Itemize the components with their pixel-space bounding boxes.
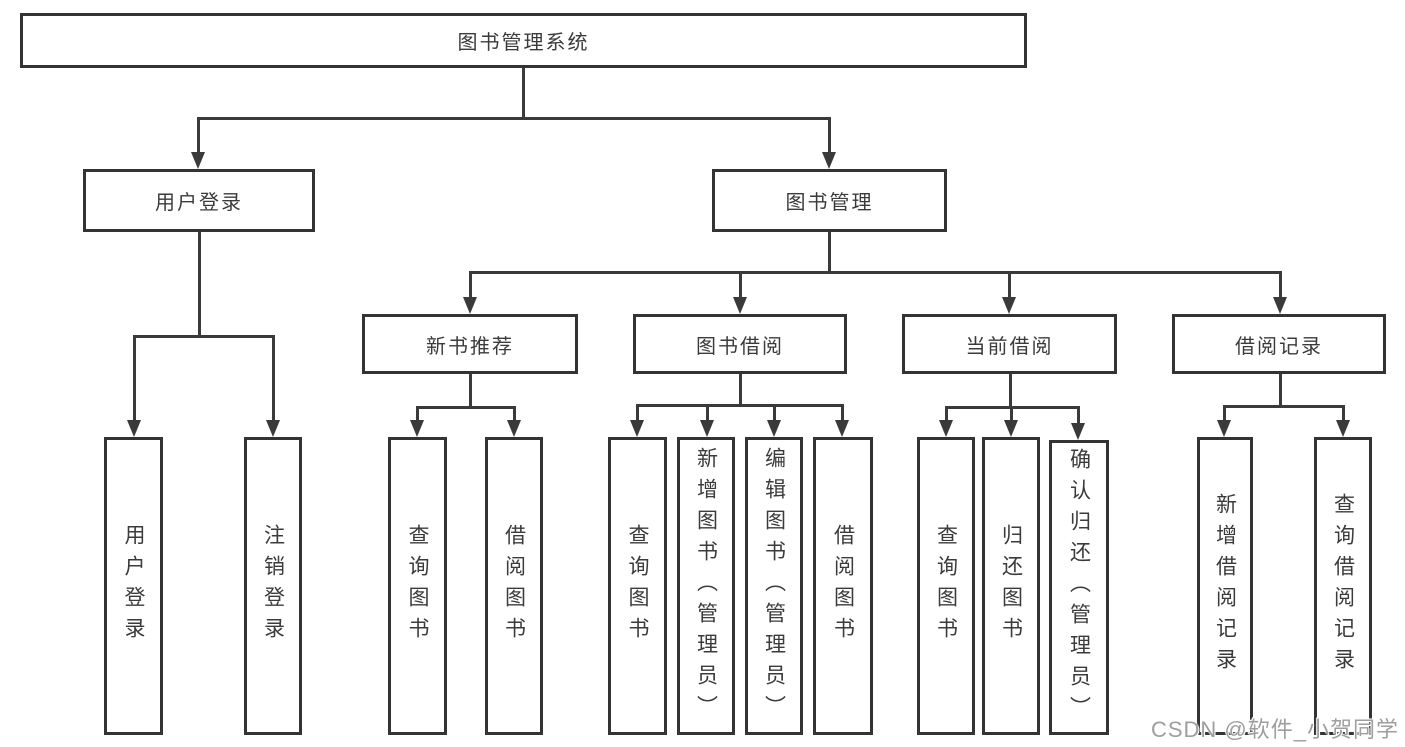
connector-line: [1341, 405, 1345, 423]
node-leaf-add-record: 新增借阅记录: [1197, 437, 1253, 735]
arrowhead-down-icon: [1004, 420, 1018, 437]
connector-line: [521, 66, 525, 120]
arrowhead-down-icon: [733, 297, 747, 314]
node-label-user-login: 用户登录: [155, 192, 243, 214]
connector-line: [1007, 271, 1011, 300]
connector-line: [271, 335, 275, 423]
arrowhead-down-icon: [1002, 297, 1016, 314]
node-label-leaf-return-book: 归还图书: [999, 524, 1023, 648]
connector-line: [1278, 271, 1282, 300]
connector-line: [635, 404, 639, 423]
connector-line: [827, 117, 831, 155]
node-leaf-logout: 注销登录: [244, 437, 302, 735]
connector-line: [1076, 406, 1080, 426]
arrowhead-down-icon: [1071, 423, 1085, 440]
arrowhead-down-icon: [127, 420, 141, 437]
connector-line: [132, 335, 136, 423]
node-label-book-borrowing: 图书借阅: [696, 335, 784, 358]
node-label-leaf-query-book-b: 查询图书: [626, 524, 649, 648]
connector-line: [1222, 405, 1226, 423]
connector-line: [705, 404, 709, 423]
connector-line: [468, 271, 472, 300]
arrowhead-down-icon: [630, 420, 644, 437]
connector-line: [196, 116, 831, 120]
connector-line: [738, 372, 742, 407]
node-leaf-query-book-c: 查询图书: [917, 437, 975, 735]
node-leaf-query-record: 查询借阅记录: [1314, 437, 1372, 735]
connector-line: [635, 403, 844, 407]
node-borrowing-records: 借阅记录: [1172, 314, 1386, 374]
arrowhead-down-icon: [767, 420, 781, 437]
arrowhead-down-icon: [822, 152, 836, 169]
node-leaf-borrow-book-a: 借阅图书: [485, 437, 543, 735]
connector-line: [840, 404, 844, 423]
connector-line: [738, 271, 742, 300]
arrowhead-down-icon: [1217, 420, 1231, 437]
node-label-leaf-user-login: 用户登录: [122, 524, 145, 648]
arrowhead-down-icon: [1273, 297, 1287, 314]
node-label-leaf-add-book: 新增图书（管理员）: [694, 446, 718, 726]
node-label-borrowing-records: 借阅记录: [1235, 335, 1323, 358]
connector-line: [827, 230, 831, 274]
arrowhead-down-icon: [266, 420, 280, 437]
node-label-leaf-add-record: 新增借阅记录: [1213, 493, 1237, 679]
node-leaf-query-book-a: 查询图书: [388, 437, 447, 735]
node-label-leaf-borrow-book-b: 借阅图书: [831, 524, 855, 648]
node-label-leaf-query-record: 查询借阅记录: [1331, 493, 1355, 679]
connector-line: [1009, 406, 1013, 423]
connector-line: [415, 405, 516, 409]
node-user-login: 用户登录: [83, 169, 315, 232]
node-leaf-return-book: 归还图书: [982, 437, 1040, 735]
node-label-leaf-borrow-book-a: 借阅图书: [502, 524, 526, 648]
arrowhead-down-icon: [835, 420, 849, 437]
node-current-borrowing: 当前借阅: [902, 314, 1117, 374]
connector-line: [196, 117, 200, 155]
connector-line: [944, 406, 948, 423]
node-label-leaf-edit-book: 编辑图书（管理员）: [762, 446, 786, 726]
arrowhead-down-icon: [463, 297, 477, 314]
watermark: CSDN @软件_小贺同学: [1150, 717, 1399, 742]
node-leaf-edit-book: 编辑图书（管理员）: [745, 437, 803, 735]
connector-line: [772, 404, 776, 423]
connector-line: [415, 406, 419, 423]
arrowhead-down-icon: [700, 420, 714, 437]
connector-line: [132, 334, 275, 338]
arrowhead-down-icon: [507, 420, 521, 437]
node-label-book-management: 图书管理: [785, 192, 874, 214]
node-label-new-book-recommend: 新书推荐: [426, 335, 514, 358]
node-label-leaf-query-book-c: 查询图书: [934, 524, 958, 648]
connector-line: [1278, 372, 1282, 408]
connector-line: [512, 406, 516, 423]
node-book-management: 图书管理: [712, 169, 947, 232]
node-leaf-query-book-b: 查询图书: [608, 437, 667, 735]
node-leaf-borrow-book-b: 借阅图书: [813, 437, 873, 735]
arrowhead-down-icon: [410, 420, 424, 437]
connector-line: [468, 270, 1282, 274]
node-leaf-user-login: 用户登录: [104, 437, 163, 735]
arrowhead-down-icon: [191, 152, 205, 169]
connector-line: [197, 230, 201, 338]
node-label-leaf-confirm-return: 确认归还（管理员）: [1067, 448, 1091, 727]
node-book-borrowing: 图书借阅: [633, 314, 847, 374]
connector-line: [1222, 404, 1345, 408]
node-label-leaf-query-book-a: 查询图书: [406, 524, 429, 648]
node-leaf-confirm-return: 确认归还（管理员）: [1049, 440, 1109, 735]
node-label-leaf-logout: 注销登录: [261, 524, 285, 648]
arrowhead-down-icon: [939, 420, 953, 437]
node-new-book-recommend: 新书推荐: [362, 314, 578, 374]
node-root: 图书管理系统: [20, 13, 1027, 68]
node-label-current-borrowing: 当前借阅: [965, 335, 1054, 358]
node-leaf-add-book: 新增图书（管理员）: [677, 437, 735, 735]
node-label-root: 图书管理系统: [457, 32, 590, 54]
connector-line: [1008, 372, 1012, 409]
arrowhead-down-icon: [1336, 420, 1350, 437]
connector-line: [468, 372, 472, 409]
